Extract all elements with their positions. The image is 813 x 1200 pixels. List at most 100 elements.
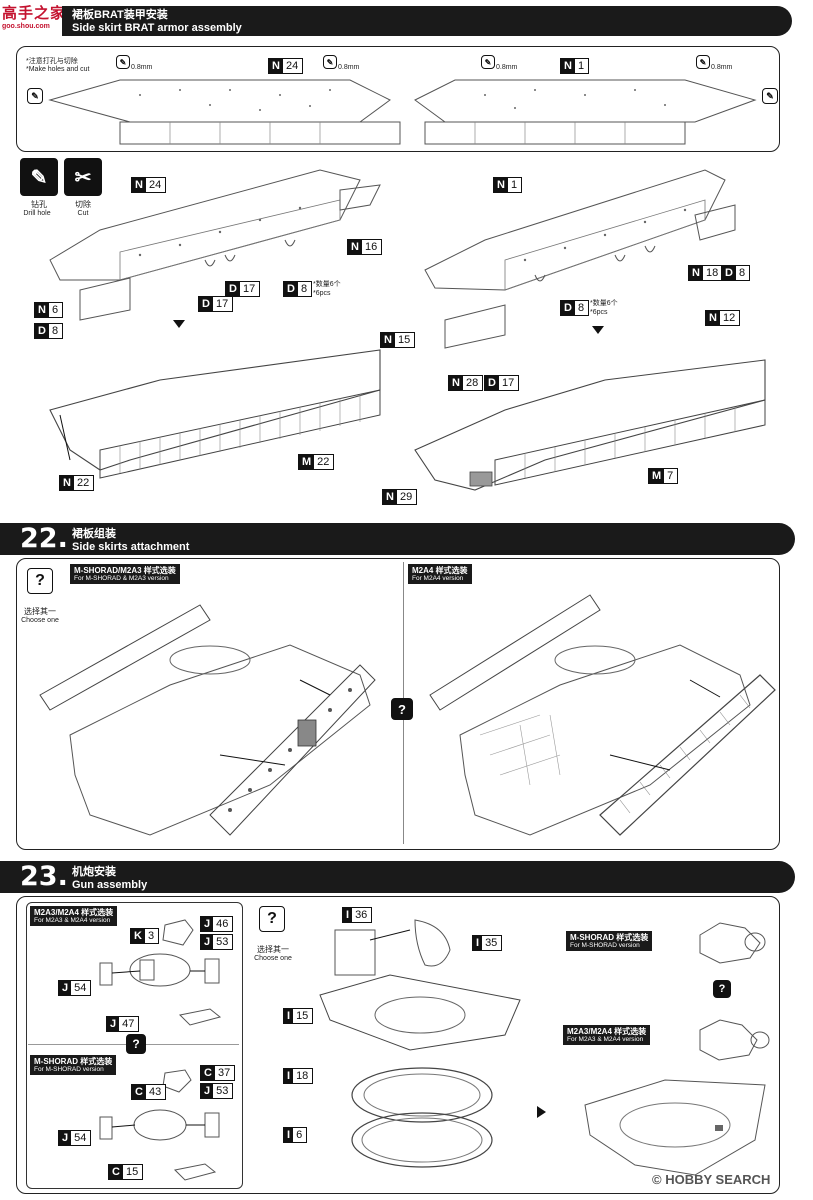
- drill-icon: ✎: [481, 55, 495, 69]
- drill-size-label: 0.8mm: [131, 64, 153, 71]
- question-icon: ?: [259, 906, 285, 932]
- skirt-assembly-right: [414, 169, 766, 491]
- step-arrow-down: [592, 326, 604, 334]
- turret-ring-assembly: [319, 919, 521, 1168]
- qty-note-en: *6pcs: [590, 309, 608, 316]
- step-title-en: Gun assembly: [72, 879, 148, 891]
- choose-one-cn: 选择其一: [24, 607, 56, 616]
- qty-note-en: *6pcs: [313, 290, 331, 297]
- drill-size-label: 0.8mm: [338, 64, 360, 71]
- vehicle-drawing-mshorad: [39, 604, 376, 836]
- cut-label-en: Cut: [77, 210, 89, 217]
- brand-text: HOBBY SEARCH: [665, 1172, 771, 1187]
- gun-mshorad-drawing: [699, 922, 766, 964]
- step-23-header: 23. 机炮安装 Gun assembly: [0, 861, 795, 893]
- step-number: 22.: [20, 523, 68, 554]
- step-number: 23.: [20, 861, 68, 892]
- note-holes-en: *Make holes and cut: [26, 66, 90, 73]
- choose-one-en: Choose one: [254, 955, 292, 962]
- question-icon: ?: [126, 1034, 146, 1054]
- cut-label-cn: 切除: [75, 200, 91, 209]
- step-title-cn: 裙板组装: [72, 528, 116, 540]
- qty-note-cn: *数量6个: [590, 300, 618, 307]
- step-22-header: 22. 裙板组装 Side skirts attachment: [0, 523, 795, 555]
- watermark-text: 高手之家: [2, 5, 67, 22]
- step-arrow-right: [537, 1106, 546, 1118]
- drill-label-cn: 钻孔: [31, 200, 47, 209]
- question-icon: ?: [27, 568, 53, 594]
- drill-icon: ✎: [696, 55, 710, 69]
- detail-frame-top: [16, 46, 780, 152]
- question-icon: ?: [391, 698, 413, 720]
- drill-icon: ✎: [762, 88, 778, 104]
- choose-one-en: Choose one: [21, 617, 59, 624]
- footer-brand: © HOBBY SEARCH: [652, 1172, 770, 1187]
- qty-note-cn: *数量6个: [313, 281, 341, 288]
- drill-size-label: 0.8mm: [711, 64, 733, 71]
- section-title-cn: 裙板BRAT装甲安装: [72, 9, 168, 21]
- skirt-assembly-left: [49, 169, 381, 479]
- drill-icon: ✎: [20, 158, 58, 196]
- cut-icon: ✂: [64, 158, 102, 196]
- watermark-logo: 高手之家 goo.shou.com: [2, 2, 66, 32]
- copyright-mark: ©: [652, 1172, 662, 1187]
- skirt-plate-right-flat: [414, 79, 757, 145]
- drill-icon: ✎: [116, 55, 130, 69]
- drill-size-label: 0.8mm: [496, 64, 518, 71]
- drill-icon: ✎: [27, 88, 43, 104]
- vehicle-drawing-m2a4: [429, 594, 776, 836]
- gun-options-frame: [26, 902, 243, 1189]
- step-title-cn: 机炮安装: [72, 866, 116, 878]
- section-title-en: Side skirt BRAT armor assembly: [72, 22, 242, 34]
- step-title-en: Side skirts attachment: [72, 541, 190, 553]
- watermark-sub: goo.shou.com: [2, 23, 50, 30]
- step-23-frame: [16, 896, 780, 1194]
- question-icon: ?: [713, 980, 731, 998]
- drill-icon: ✎: [323, 55, 337, 69]
- step-22-frame: [16, 558, 780, 850]
- drill-label-en: Drill hole: [23, 210, 51, 217]
- gun-m2a3-drawing: [699, 1019, 770, 1061]
- section-header-top: 裙板BRAT装甲安装 Side skirt BRAT armor assembl…: [62, 6, 792, 36]
- choose-one-cn: 选择其一: [257, 945, 289, 954]
